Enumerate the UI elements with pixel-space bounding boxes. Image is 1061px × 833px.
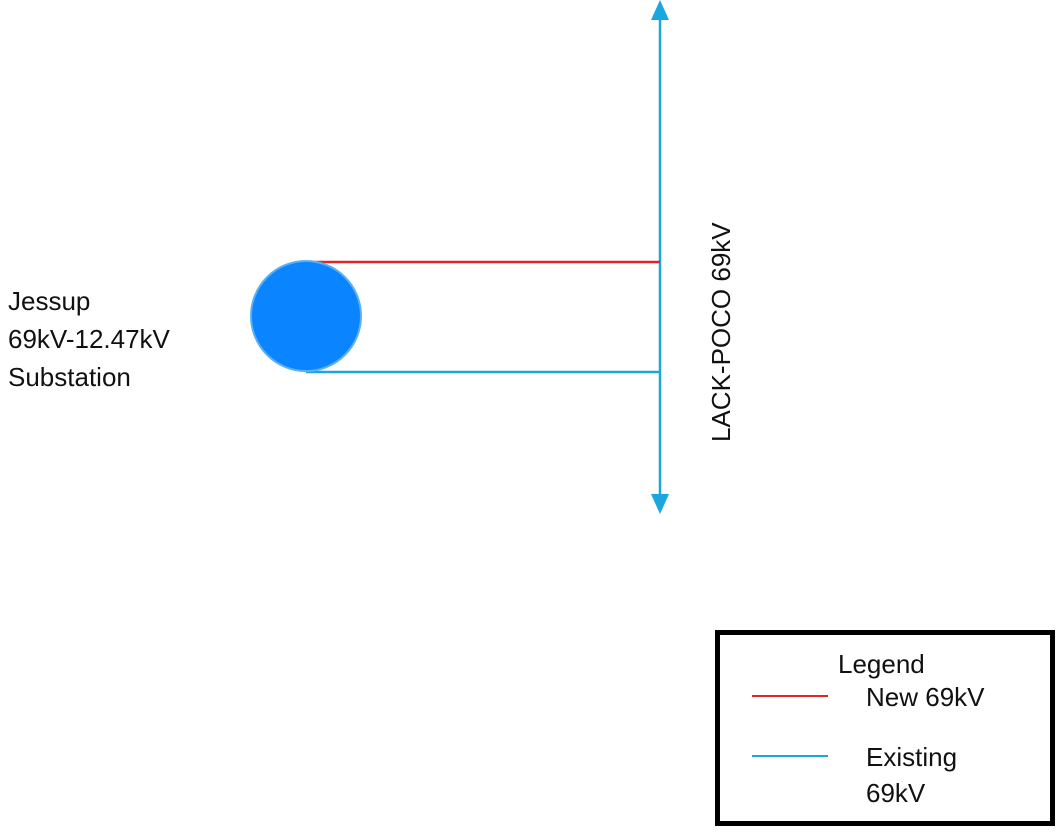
legend-box: Legend New 69kV Existing 69kV <box>715 630 1055 826</box>
substation-label: Jessup 69kV-12.47kV Substation <box>8 282 170 396</box>
legend-item-label: 69kV <box>866 778 926 808</box>
legend-title: Legend <box>838 649 925 679</box>
substation-label-line: Jessup <box>8 286 91 316</box>
legend-swatch-existing <box>752 755 828 757</box>
legend-swatch-new <box>752 695 828 697</box>
legend-item-existing: Existing 69kV <box>866 739 957 811</box>
legend-item-new: New 69kV <box>866 679 985 715</box>
substation-circle <box>250 260 362 372</box>
legend-item-label: Existing <box>866 742 958 772</box>
bus-arrow-down-icon <box>651 494 669 514</box>
legend-item-label: New 69kV <box>866 682 985 712</box>
bus-label: LACK-POCO 69kV <box>706 222 736 442</box>
substation-label-line: 69kV-12.47kV <box>8 324 170 354</box>
bus-arrow-up-icon <box>651 0 669 20</box>
substation-label-line: Substation <box>8 362 131 392</box>
